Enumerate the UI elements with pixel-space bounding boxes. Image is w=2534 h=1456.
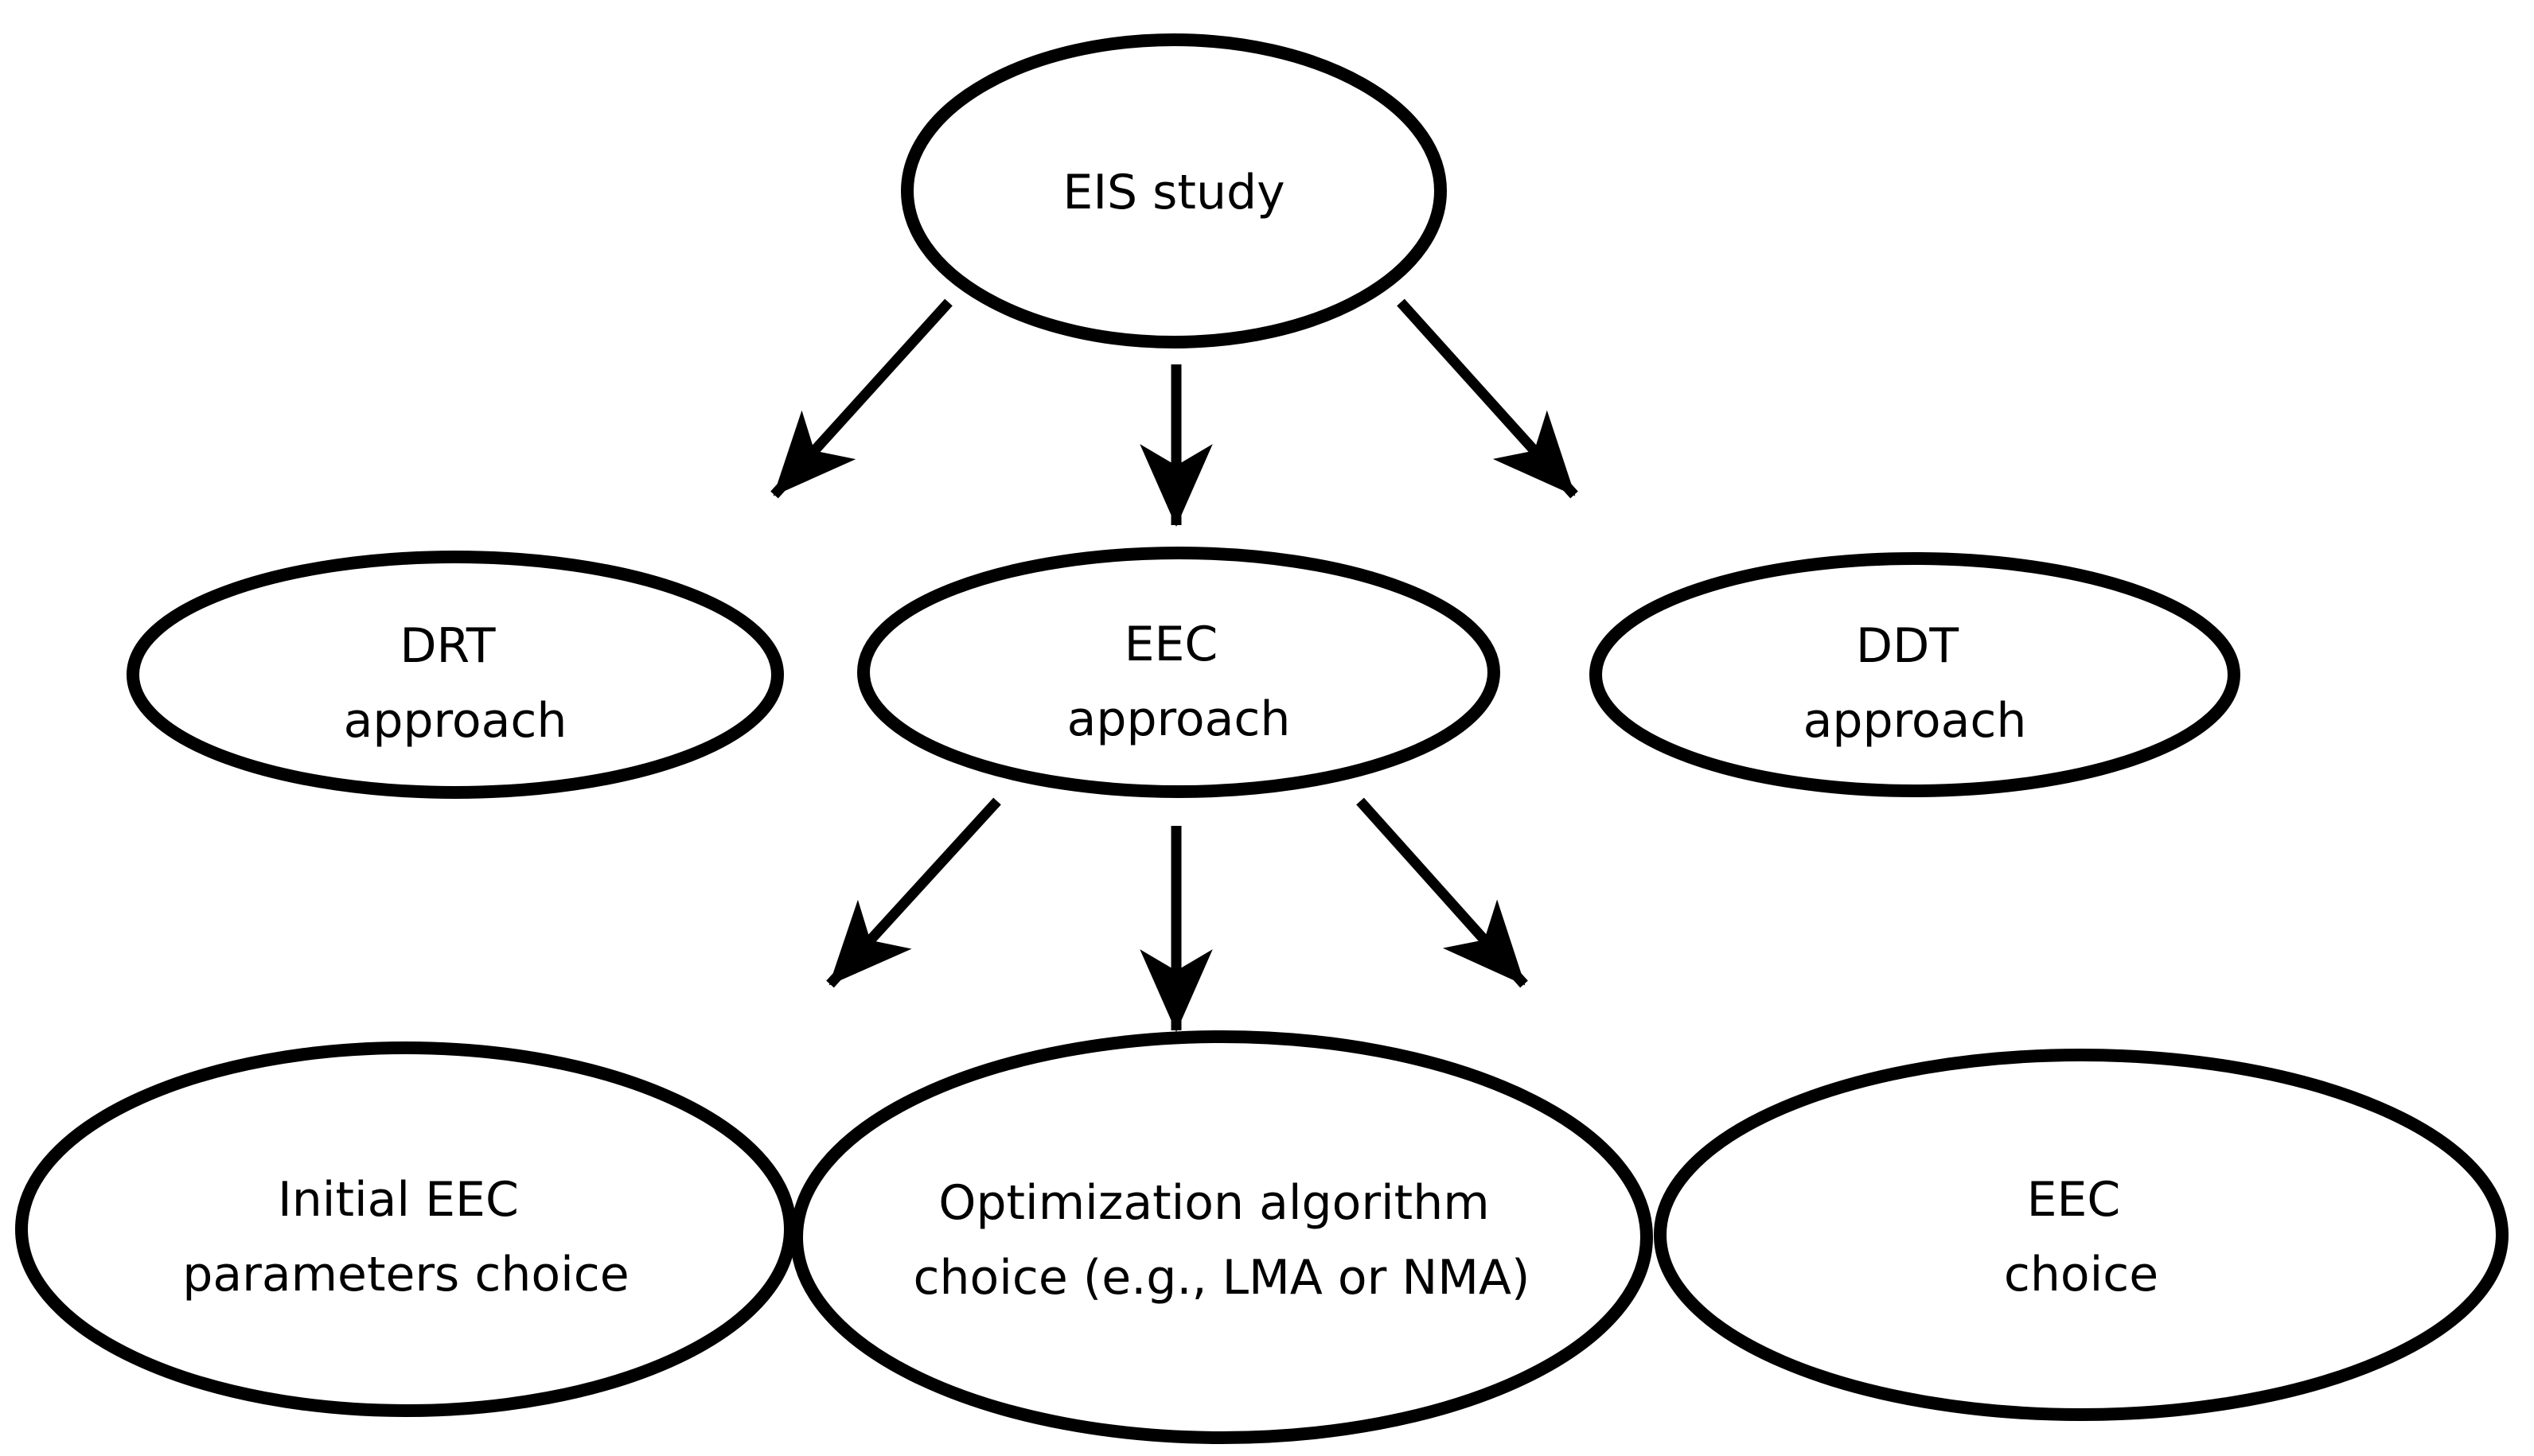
node-optimization-algorithm-choice-line2: choice (e.g., LMA or NMA) — [914, 1250, 1530, 1306]
node-drt-approach-line2: approach — [344, 693, 567, 749]
node-ddt-approach-label: DDT approach — [1803, 618, 2027, 749]
node-drt-approach: DRT approach — [127, 551, 784, 799]
node-initial-eec-parameters-choice-label: Initial EEC parameters choice — [182, 1172, 629, 1302]
node-drt-approach-shape — [127, 551, 784, 799]
node-ddt-approach-line1: DDT — [1856, 618, 1959, 674]
node-initial-eec-parameters-choice-line1: Initial EEC — [278, 1172, 519, 1228]
node-optimization-algorithm-choice-label: Optimization algorithm choice (e.g., LMA… — [914, 1175, 1530, 1306]
node-eis-study-label: EIS study — [1062, 165, 1285, 220]
node-optimization-algorithm-choice: Optimization algorithm choice (e.g., LMA… — [790, 1030, 1653, 1444]
node-optimization-algorithm-choice-shape — [790, 1030, 1653, 1444]
node-eec-choice-line1: EEC — [2027, 1172, 2121, 1228]
edge-eis-study-to-ddt-approach — [1397, 298, 1578, 499]
edge-eec-approach-to-initial-eec-parameters-choice — [826, 797, 1001, 988]
node-eec-choice-line2: choice — [2004, 1247, 2158, 1302]
edge-eis-study-to-drt-approach — [770, 298, 953, 499]
node-eis-study-line1: EIS study — [1062, 165, 1285, 220]
node-eec-approach-line1: EEC — [1125, 617, 1218, 672]
node-initial-eec-parameters-choice-shape — [15, 1041, 797, 1417]
node-ddt-approach-line2: approach — [1803, 693, 2027, 749]
node-optimization-algorithm-choice-line1: Optimization algorithm — [938, 1175, 1489, 1231]
node-eec-approach-label: EEC approach — [1067, 617, 1291, 747]
node-ddt-approach-shape — [1589, 552, 2240, 797]
node-initial-eec-parameters-choice-line2: parameters choice — [182, 1247, 629, 1302]
edges — [770, 298, 1578, 1033]
node-eec-approach: EEC approach — [857, 547, 1500, 798]
node-eec-approach-line2: approach — [1067, 691, 1291, 747]
node-eis-study: EIS study — [901, 33, 1447, 348]
node-initial-eec-parameters-choice: Initial EEC parameters choice — [15, 1041, 797, 1417]
node-drt-approach-line1: DRT — [400, 618, 496, 674]
edge-eec-approach-to-eec-choice — [1356, 797, 1528, 988]
node-eec-choice: EEC choice — [1654, 1049, 2509, 1421]
node-eec-choice-label: EEC choice — [2004, 1172, 2158, 1302]
node-eis-study-shape — [901, 33, 1447, 348]
node-eec-choice-shape — [1654, 1049, 2509, 1421]
node-drt-approach-label: DRT approach — [344, 618, 567, 749]
node-eec-approach-shape — [857, 547, 1500, 798]
node-ddt-approach: DDT approach — [1589, 552, 2240, 797]
